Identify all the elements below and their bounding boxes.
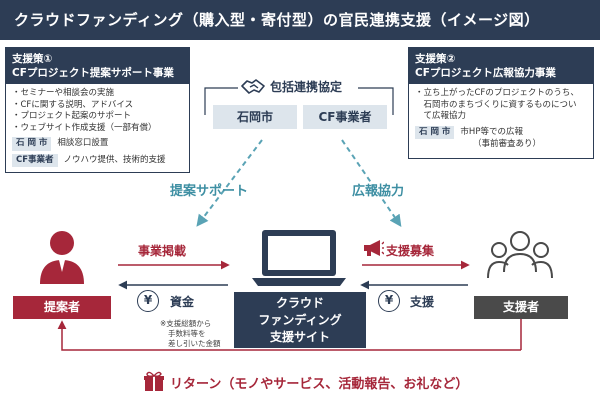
pr-cooperation-label: 広報協力 — [352, 184, 405, 199]
recruit-support-label: 支援募集 — [386, 244, 435, 258]
role-row-city: 石 岡 市相談窓口設置 — [12, 137, 183, 151]
role-row-city: 石 岡 市市HP等での広報 — [415, 125, 587, 139]
proposal-support-label: 提案サポート — [170, 184, 249, 199]
handshake-icon — [241, 79, 265, 94]
pre-review-note: （事前審査あり） — [473, 139, 542, 149]
bullet: ・立ち上がったCFのプロジェクトのうち、 — [415, 88, 579, 98]
bullet: 石岡市のまちづくりに資するものについ — [415, 99, 577, 110]
bullet: ・プロジェクト起案のサポート — [12, 111, 132, 121]
role-row-operator: CF事業者ノウハウ提供、技術的支援 — [12, 153, 183, 167]
city-tag: 石 岡 市 — [415, 125, 455, 139]
proposer-node: 提案者 — [13, 296, 111, 319]
support-measure-1-header: 支援策① CFプロジェクト提案サポート事業 — [6, 48, 189, 84]
agreement-header: 包括連携協定 — [240, 74, 360, 100]
support-measure-1-box: 支援策① CFプロジェクト提案サポート事業 ・セミナーや相談会の実施 ・CFに関… — [5, 47, 190, 173]
yen-icon: ¥ — [378, 290, 400, 312]
page-title: クラウドファンディング（購入型・寄付型）の官民連携支援（イメージ図） — [0, 0, 600, 40]
city-tag: 石 岡 市 — [12, 137, 52, 151]
support-measure-2-box: 支援策② CFプロジェクト広報協力事業 ・立ち上がったCFのプロジェクトのうち、… — [408, 47, 594, 159]
proposer-person-icon — [40, 231, 84, 284]
proposal-support-arrow — [196, 139, 263, 227]
yen-icon: ¥ — [137, 290, 159, 312]
bullet: ・ウェブサイト作成支援（一部有償） — [12, 122, 157, 133]
operator-tag: CF事業者 — [12, 153, 58, 167]
cf-support-site-node: クラウド ファンディング 支援サイト — [234, 292, 366, 348]
agreement-bracket — [204, 87, 394, 115]
bullet: ・セミナーや相談会の実施 — [12, 88, 115, 98]
supporters-group-icon — [487, 231, 553, 279]
supporter-node: 支援者 — [474, 296, 568, 319]
pr-cooperation-arrow — [341, 139, 402, 227]
city-pill: 石岡市 — [213, 105, 297, 129]
funds-note: ※支援総額から 手数料等を 差し引いた金額 — [160, 319, 221, 348]
agreement-label: 包括連携協定 — [270, 80, 343, 94]
laptop-icon — [252, 230, 346, 286]
return-label: リターン（モノやサービス、活動報告、お礼など） — [170, 377, 469, 392]
support-label: 支援 — [410, 295, 435, 309]
bullet: ・CFに関する説明、アドバイス — [12, 99, 134, 110]
gift-icon — [144, 371, 164, 391]
support-measure-2-header: 支援策② CFプロジェクト広報協力事業 — [409, 48, 593, 84]
return-path — [62, 318, 522, 351]
project-listing-label: 事業掲載 — [138, 244, 187, 258]
funds-label: 資金 — [170, 295, 195, 309]
operator-pill: CF事業者 — [303, 105, 387, 129]
bullet: て広報協力 — [415, 111, 467, 121]
megaphone-icon — [364, 240, 384, 256]
